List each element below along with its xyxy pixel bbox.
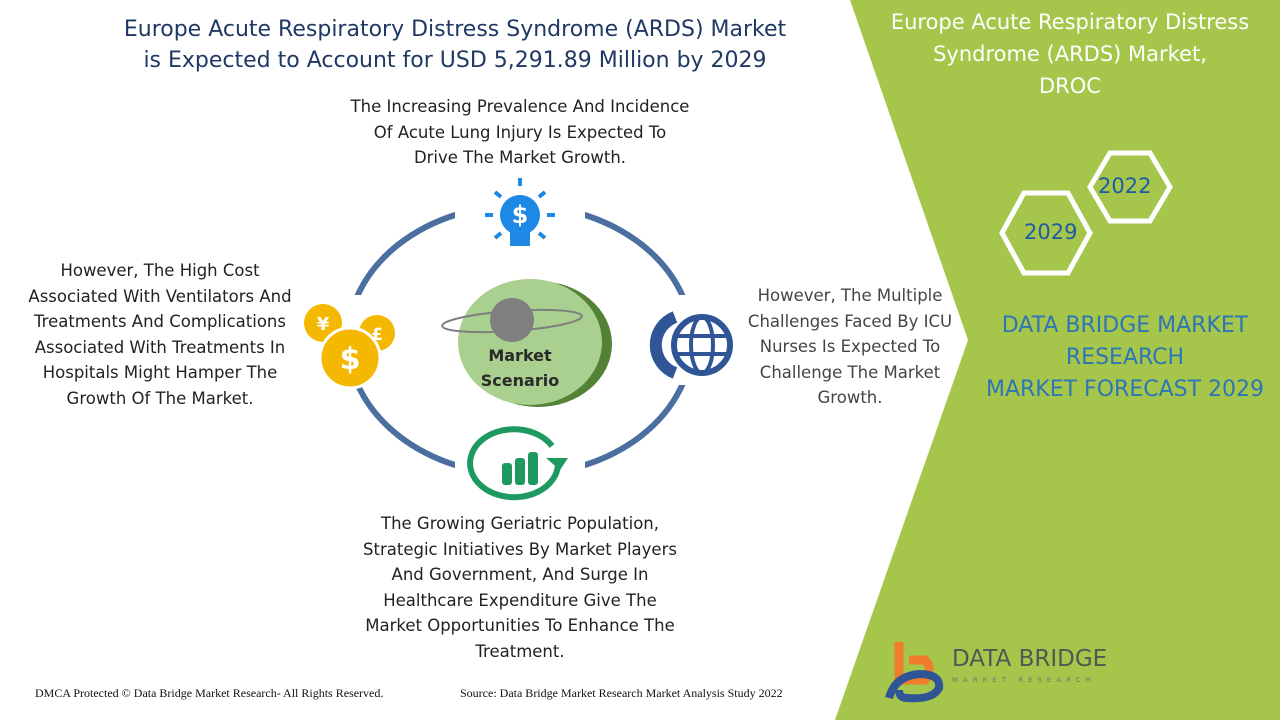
planet-icon (441, 298, 583, 342)
year-2029: 2029 (1024, 220, 1078, 244)
svg-text:$: $ (340, 342, 361, 377)
text-line: However, The High Cost (60, 261, 260, 280)
title-line: is Expected to Account for USD 5,291.89 … (143, 48, 767, 73)
opportunity-text-bottom: The Growing Geriatric Population, Strate… (340, 511, 700, 664)
forecast-line: RESEARCH (1065, 345, 1185, 370)
text-line: Growth. (817, 388, 883, 407)
coins-icon: ¥ £ $ (304, 304, 395, 390)
year-2022: 2022 (1098, 174, 1152, 198)
source-text: Source: Data Bridge Market Research Mark… (460, 686, 783, 700)
growth-chart-icon (467, 426, 568, 501)
svg-text:$: $ (512, 201, 529, 229)
hexagon-2022 (1087, 150, 1173, 224)
text-line: The Increasing Prevalence And Incidence (350, 97, 690, 116)
market-scenario-diagram: $ ¥ £ $ (304, 178, 733, 510)
text-line: The Growing Geriatric Population, (381, 514, 659, 533)
center-ellipse (441, 279, 612, 407)
driver-text-top: The Increasing Prevalence And Incidence … (330, 94, 710, 171)
text-line: Of Acute Lung Injury Is Expected To (373, 122, 667, 142)
center-label: Market Scenario (462, 343, 578, 393)
forecast-text: DATA BRIDGE MARKET RESEARCH MARKET FOREC… (965, 310, 1280, 406)
text-line: However, The Multiple (757, 286, 943, 305)
text-line: Challenges Faced By ICU (747, 311, 953, 331)
lightbulb-dollar-icon: $ (485, 178, 555, 246)
forecast-line: DATA BRIDGE MARKET (1001, 313, 1249, 338)
main-title: Europe Acute Respiratory Distress Syndro… (100, 14, 810, 76)
text-line: Treatments And Complications (34, 312, 286, 331)
side-title-line: DROC (1039, 74, 1101, 98)
title-line: Europe Acute Respiratory Distress Syndro… (123, 17, 787, 42)
challenge-text-right: However, The Multiple Challenges Faced B… (735, 283, 965, 411)
text-line: Treatment. (475, 641, 565, 661)
text-line: Hospitals Might Hamper The (42, 363, 278, 382)
phone-globe-icon (649, 311, 733, 379)
center-label-line: Market (488, 346, 552, 365)
center-label-line: Scenario (480, 371, 560, 390)
text-line: And Government, And Surge In (391, 565, 649, 584)
text-line: Healthcare Expenditure Give The (383, 590, 657, 610)
text-line: Associated With Treatments In (34, 337, 286, 357)
text-line: Growth Of The Market. (66, 388, 254, 408)
svg-text:¥: ¥ (317, 314, 330, 335)
side-title: Europe Acute Respiratory Distress Syndro… (870, 6, 1270, 102)
text-line: Market Opportunities To Enhance The (365, 616, 675, 635)
side-title-line: Syndrome (ARDS) Market, (933, 42, 1207, 66)
copyright-text: DMCA Protected © Data Bridge Market Rese… (35, 686, 384, 700)
text-line: Associated With Ventilators And (28, 286, 292, 306)
forecast-line: MARKET FORECAST 2029 (985, 377, 1265, 402)
svg-text:£: £ (371, 325, 383, 345)
text-line: Drive The Market Growth. (413, 148, 627, 167)
year-hexagons (999, 150, 1173, 276)
logo-name: DATA BRIDGE (952, 646, 1108, 672)
logo-subtitle: MARKET RESEARCH (952, 676, 1096, 684)
data-bridge-logo-icon (885, 642, 944, 703)
restraint-text-left: However, The High Cost Associated With V… (10, 258, 310, 411)
hexagon-2029 (999, 190, 1093, 276)
text-line: Strategic Initiatives By Market Players (363, 539, 677, 559)
text-line: Nurses Is Expected To (759, 337, 941, 356)
text-line: Challenge The Market (759, 362, 941, 382)
side-title-line: Europe Acute Respiratory Distress (890, 10, 1250, 34)
